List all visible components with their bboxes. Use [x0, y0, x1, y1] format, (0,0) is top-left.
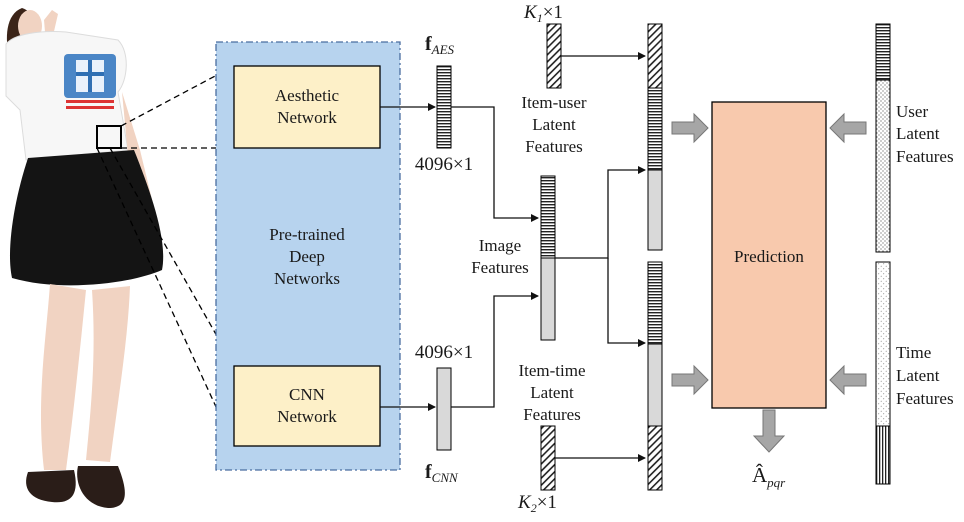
pretrained-label-3: Networks — [274, 269, 340, 288]
combined-item-time-vector — [647, 261, 663, 491]
f-aes-vector — [436, 65, 452, 149]
time-latent-label-3: Features — [896, 389, 954, 408]
cnn-network-label-2: Network — [277, 407, 337, 426]
block-arrow-left-bottom — [671, 364, 709, 396]
arrow-image-to-bottom — [607, 258, 646, 347]
prediction-label: Prediction — [734, 247, 804, 266]
time-latent-label-1: Time — [896, 343, 931, 362]
f-aes-label: fAES — [425, 33, 455, 57]
aesthetic-network-label-2: Network — [277, 108, 337, 127]
k1-vector — [546, 23, 562, 89]
person-illustration-icon — [5, 8, 164, 508]
image-features-bottom — [540, 257, 556, 341]
image-features-label-2: Features — [471, 258, 529, 277]
pretrained-label-1: Pre-trained — [269, 225, 345, 244]
prediction-box — [711, 101, 827, 409]
aesthetic-network-box — [233, 65, 381, 149]
user-latent-vector — [875, 23, 891, 253]
image-features-top — [540, 175, 556, 259]
cnn-network-box — [233, 365, 381, 447]
item-user-label-1: Item-user — [521, 93, 586, 112]
user-latent-label-1: User — [896, 102, 928, 121]
f-cnn-label: fCNN — [425, 461, 459, 485]
arrow-aes-to-image — [451, 106, 539, 222]
f-cnn-vector — [436, 367, 452, 451]
user-latent-label-2: Latent — [896, 124, 940, 143]
arrow-cnn-to-image — [451, 292, 539, 408]
pretrained-label-2: Deep — [289, 247, 325, 266]
block-arrow-right-top — [829, 112, 867, 144]
dim-top-label: 4096×1 — [415, 154, 473, 175]
image-features-label-1: Image — [479, 236, 521, 255]
time-latent-label-2: Latent — [896, 366, 940, 385]
user-latent-label-3: Features — [896, 147, 954, 166]
k1-label: K1×1 — [523, 2, 563, 25]
cnn-network-label-1: CNN — [289, 385, 325, 404]
aesthetic-network-label-1: Aesthetic — [275, 86, 340, 105]
item-user-label-3: Features — [525, 137, 583, 156]
output-label: Âpqr — [752, 463, 786, 490]
item-time-label-1: Item-time — [518, 361, 585, 380]
combined-item-user-vector — [647, 23, 663, 251]
projection-lines — [96, 65, 235, 447]
block-arrow-down — [752, 409, 786, 453]
block-arrow-right-bottom — [829, 364, 867, 396]
item-user-label-2: Latent — [532, 115, 576, 134]
item-time-label-3: Features — [523, 405, 581, 424]
block-arrow-left-top — [671, 112, 709, 144]
k2-label: K2×1 — [517, 492, 557, 515]
arrow-image-to-top — [555, 166, 646, 259]
item-time-label-2: Latent — [530, 383, 574, 402]
dim-bottom-label: 4096×1 — [415, 342, 473, 363]
time-latent-vector — [875, 261, 891, 485]
k2-vector — [540, 425, 556, 491]
selection-box — [96, 125, 122, 149]
